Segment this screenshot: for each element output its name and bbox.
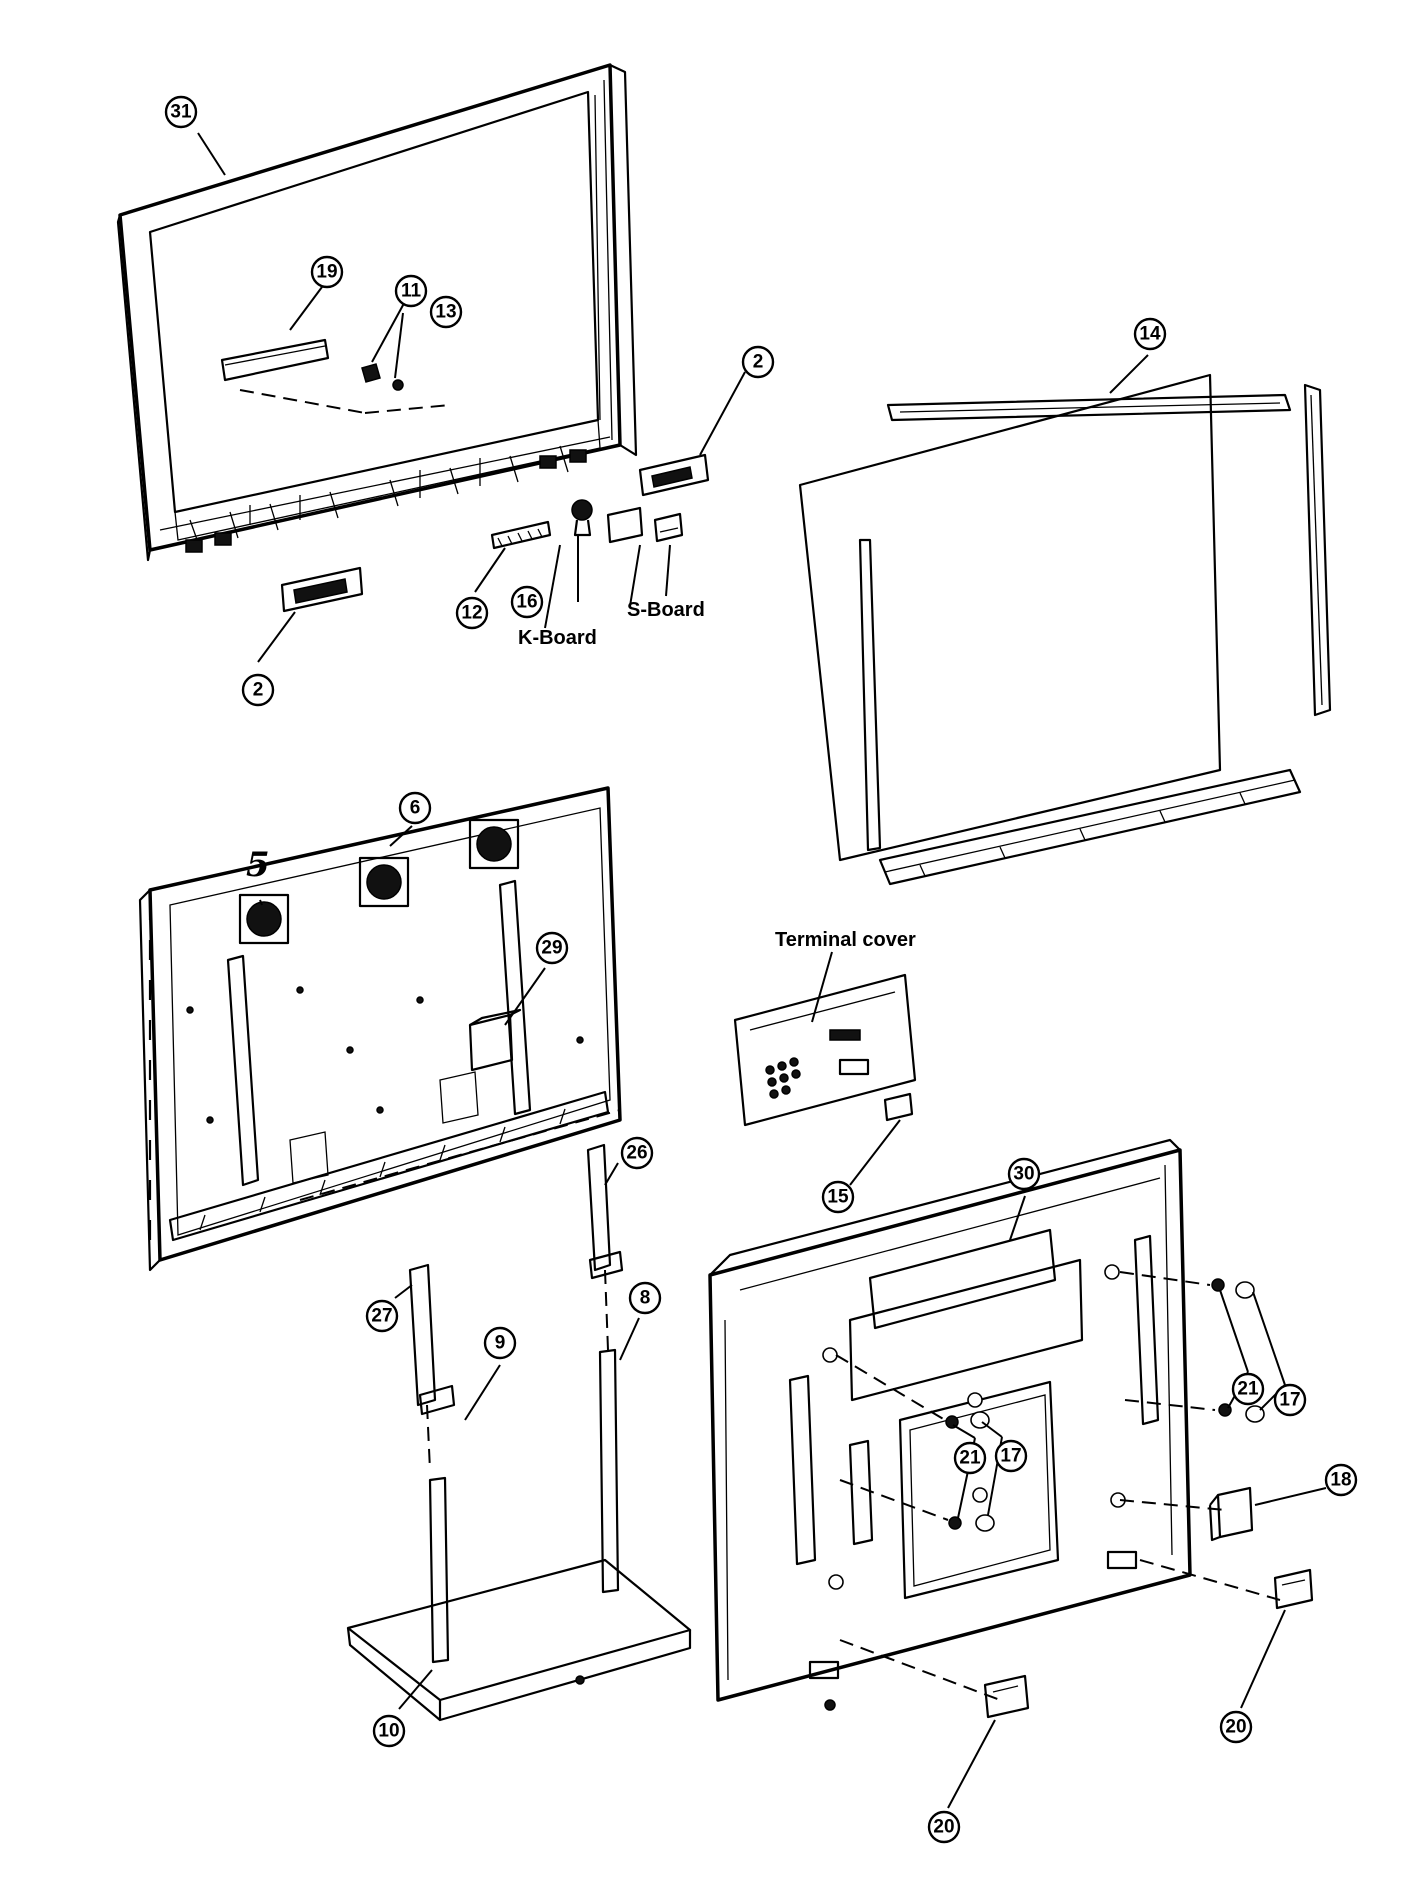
svg-text:17: 17 (1279, 1390, 1300, 1411)
svg-text:10: 10 (378, 1721, 399, 1742)
svg-text:27: 27 (371, 1306, 392, 1327)
svg-text:14: 14 (1139, 324, 1161, 345)
plasma-panel (798, 373, 1332, 886)
callout-18: 18 (1324, 1463, 1358, 1497)
svg-text:11: 11 (401, 281, 422, 302)
svg-text:17: 17 (1000, 1446, 1021, 1467)
svg-text:30: 30 (1013, 1164, 1034, 1185)
svg-text:9: 9 (495, 1333, 506, 1354)
side-bracket-left (280, 566, 364, 613)
svg-text:12: 12 (461, 603, 482, 624)
callout-13: 13 (429, 295, 463, 329)
led-lens (361, 363, 381, 383)
terminal-door (883, 1092, 914, 1122)
svg-text:26: 26 (626, 1143, 647, 1164)
callout-30: 30 (1007, 1157, 1041, 1191)
callout-31: 31 (164, 95, 198, 129)
svg-text:18: 18 (1330, 1470, 1351, 1491)
fan (468, 818, 520, 870)
svg-text:31: 31 (170, 102, 192, 123)
callout-21-center: 21 (953, 1441, 987, 1475)
callout-20-left: 20 (927, 1810, 961, 1844)
k-board-label: K-Board (518, 627, 597, 649)
svg-text:21: 21 (1237, 1379, 1259, 1400)
terminal-cover-label: Terminal cover (775, 929, 916, 951)
stand-bracket-left (408, 1263, 456, 1416)
rear-cabinet (708, 1138, 1192, 1711)
svg-text:2: 2 (753, 352, 764, 373)
handwritten-callout-5: 5 (246, 845, 270, 885)
callout-27: 27 (365, 1299, 399, 1333)
k-board (606, 506, 644, 544)
chassis-frame (138, 786, 622, 1272)
fan (358, 856, 410, 908)
svg-text:20: 20 (933, 1817, 954, 1838)
callout-15: 15 (821, 1180, 855, 1214)
logo-badge (220, 338, 330, 382)
callout-2-left: 2 (241, 673, 275, 707)
callout-8: 8 (628, 1281, 662, 1315)
s-board-label: S-Board (627, 599, 705, 621)
callout-17-center: 17 (994, 1439, 1028, 1473)
terminal-cover (733, 973, 917, 1127)
callout-14: 14 (1133, 317, 1167, 351)
callout-9: 9 (483, 1326, 517, 1360)
foot-cover-right (1273, 1568, 1314, 1610)
stand-bracket-right (586, 1143, 624, 1280)
callout-10: 10 (372, 1714, 406, 1748)
hook-bracket (1208, 1486, 1254, 1542)
callout-12: 12 (455, 596, 489, 630)
table-stand (346, 1348, 692, 1722)
callout-19: 19 (310, 255, 344, 289)
spacer-set (970, 1281, 1265, 1532)
button-board (490, 520, 552, 550)
svg-text:15: 15 (827, 1187, 849, 1208)
sensor-lens (392, 379, 404, 391)
svg-text:2: 2 (253, 680, 264, 701)
svg-text:16: 16 (516, 592, 537, 613)
svg-text:20: 20 (1225, 1717, 1246, 1738)
svg-text:13: 13 (435, 302, 456, 323)
callout-16: 16 (510, 585, 544, 619)
tuner-module (468, 1008, 522, 1072)
callout-20-right: 20 (1219, 1710, 1253, 1744)
leader-lines (197, 132, 1327, 1809)
side-bracket-right (638, 453, 710, 497)
fan (238, 893, 290, 945)
power-knob (571, 499, 593, 537)
callout-6: 6 (398, 791, 432, 825)
svg-text:21: 21 (959, 1448, 981, 1469)
front-cabinet (116, 63, 638, 562)
callout-26: 26 (620, 1136, 654, 1170)
s-board (653, 512, 684, 543)
callout-2-right: 2 (741, 345, 775, 379)
svg-text:19: 19 (316, 262, 337, 283)
svg-text:6: 6 (410, 798, 421, 819)
callout-17-right: 17 (1273, 1383, 1307, 1417)
foot-cover-left (983, 1674, 1030, 1719)
callout-21-right: 21 (1231, 1372, 1265, 1406)
svg-text:29: 29 (541, 938, 562, 959)
callout-29: 29 (535, 931, 569, 965)
callout-11: 11 (394, 274, 428, 308)
svg-text:8: 8 (640, 1288, 651, 1309)
